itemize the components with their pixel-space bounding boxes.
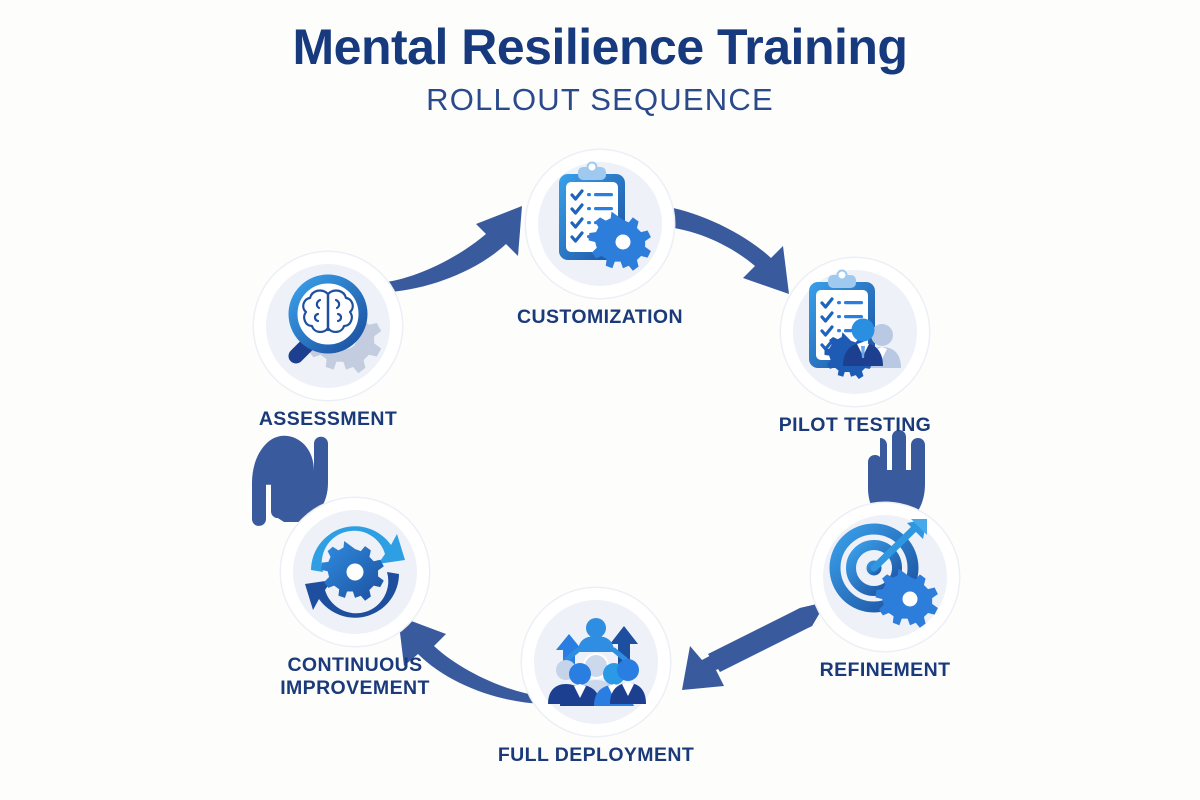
magnifier-brain-gear-icon (288, 274, 382, 374)
step-circle (522, 588, 670, 736)
cycle-step-refinement[interactable]: REFINEMENT (785, 503, 985, 682)
page-title: Mental Resilience Training (292, 19, 908, 75)
cycle-arrows-gear-icon (305, 526, 405, 618)
step-circle (254, 252, 402, 400)
header: Mental Resilience Training ROLLOUT SEQUE… (0, 20, 1200, 118)
step-circle (281, 498, 429, 646)
step-label: FULL DEPLOYMENT (497, 744, 695, 766)
cycle-step-pilot-testing[interactable]: PILOT TESTING (755, 258, 955, 437)
step-circle (811, 503, 959, 651)
step-label: PILOT TESTING (778, 414, 932, 436)
step-label: CUSTOMIZATION (517, 306, 683, 328)
clipboard-people-gear-icon (809, 269, 901, 380)
clipboard-checklist-gear-icon (559, 161, 651, 271)
cycle-step-assessment[interactable]: ASSESSMENT (228, 252, 428, 431)
step-label: CONTINUOUS IMPROVEMENT (280, 654, 430, 699)
step-circle (781, 258, 929, 406)
step-label: REFINEMENT (819, 659, 951, 681)
target-arrow-gear-icon (829, 519, 938, 628)
page-subtitle: ROLLOUT SEQUENCE (426, 82, 774, 117)
cycle-step-continuous-improvement[interactable]: CONTINUOUS IMPROVEMENT (255, 498, 455, 700)
step-label: ASSESSMENT (258, 408, 398, 430)
team-growth-arrows-icon (548, 618, 646, 706)
cycle-step-customization[interactable]: CUSTOMIZATION (500, 150, 700, 329)
cycle-step-full-deployment[interactable]: FULL DEPLOYMENT (496, 588, 696, 767)
step-circle (526, 150, 674, 298)
